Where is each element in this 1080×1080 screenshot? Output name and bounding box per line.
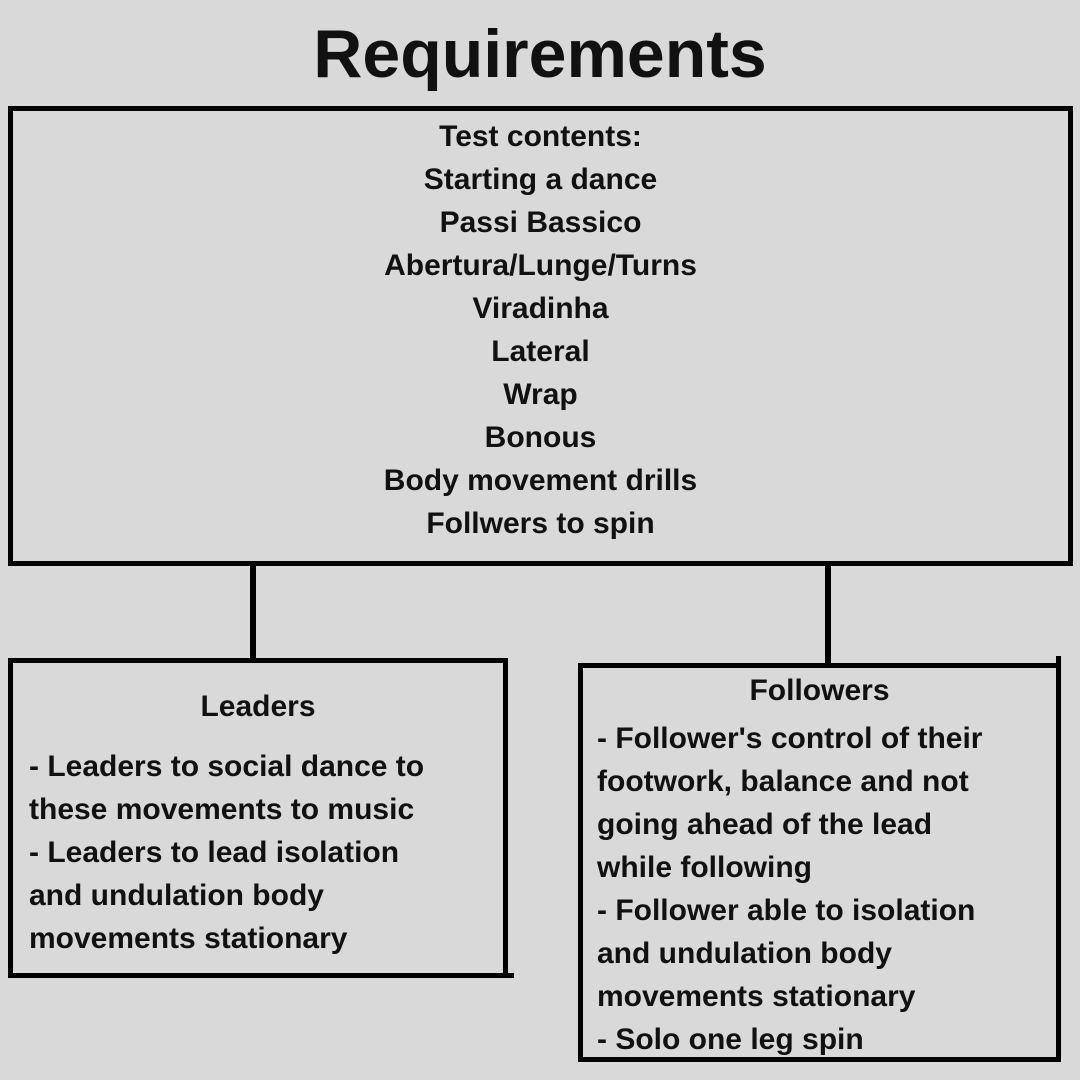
connector-line-leaders bbox=[250, 566, 256, 660]
leaders-box: Leaders - Leaders to social dance to the… bbox=[8, 658, 514, 978]
followers-box-title: Followers bbox=[749, 674, 890, 707]
test-item-line: Body movement drills bbox=[383, 464, 698, 497]
test-item-line: Bonous bbox=[484, 421, 597, 454]
test-item-line: Passi Bassico bbox=[439, 206, 642, 239]
test-contents-box: Test contents: Starting a dance Passi Ba… bbox=[8, 106, 1073, 566]
page-title: Requirements bbox=[313, 16, 767, 92]
leaders-box-title: Leaders bbox=[200, 690, 316, 723]
test-item-line: Starting a dance bbox=[423, 163, 658, 196]
test-item-line: Viradinha bbox=[472, 292, 609, 325]
test-item-line: Abertura/Lunge/Turns bbox=[384, 249, 697, 282]
followers-box-body: - Follower's control of their footwork, … bbox=[597, 722, 983, 1056]
test-contents-heading: Test contents: bbox=[439, 120, 642, 153]
test-item-line: Follwers to spin bbox=[426, 507, 655, 540]
followers-box: Followers - Follower's control of their … bbox=[578, 656, 1061, 1062]
leaders-box-body: - Leaders to social dance to these movem… bbox=[29, 750, 425, 955]
test-item-line: Lateral bbox=[491, 335, 590, 368]
connector-line-followers bbox=[825, 566, 831, 665]
test-item-line: Wrap bbox=[503, 378, 578, 411]
